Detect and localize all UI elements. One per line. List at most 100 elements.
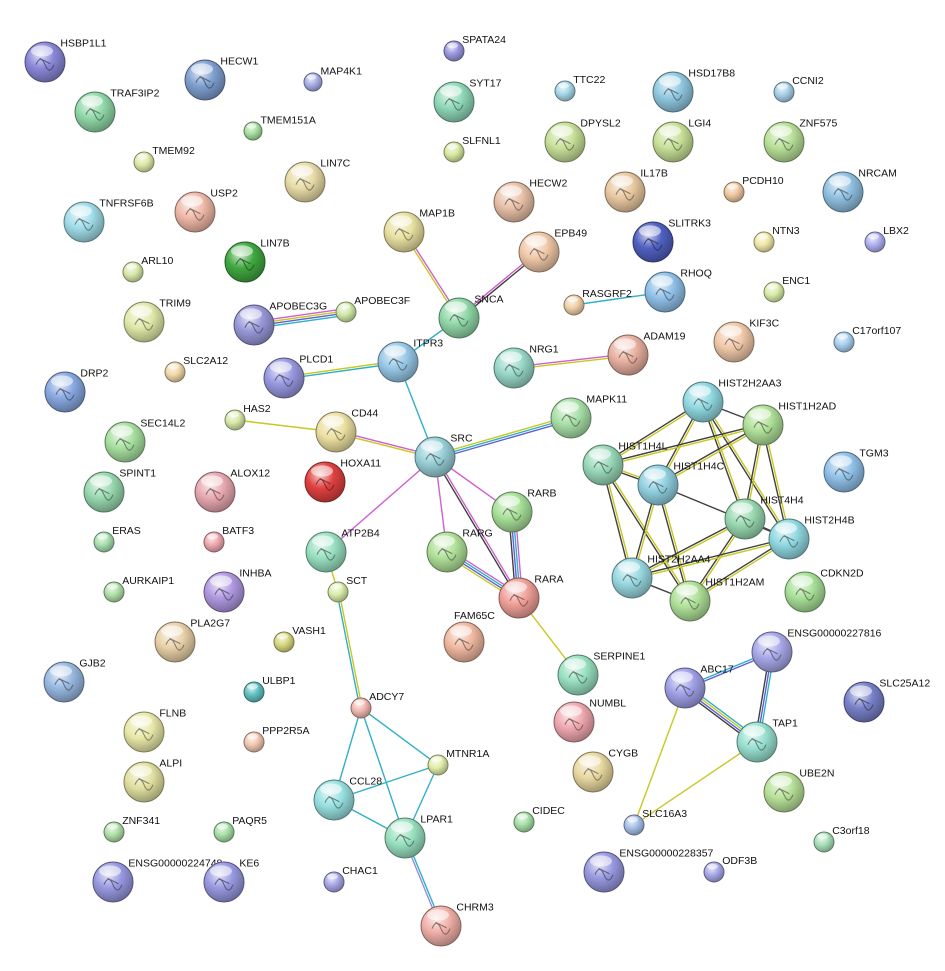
node-map1b[interactable]: MAP1B xyxy=(383,208,455,253)
node-batf3[interactable]: BATF3 xyxy=(203,525,254,553)
node-tmem92[interactable]: TMEM92 xyxy=(133,145,195,173)
node-ccni2[interactable]: CCNI2 xyxy=(773,75,824,103)
node-epb49[interactable]: EPB49 xyxy=(518,228,587,273)
node-pla2g7[interactable]: PLA2G7 xyxy=(154,618,230,663)
node-hist2h2aa3[interactable]: HIST2H2AA3 xyxy=(682,378,782,423)
node-adcy7[interactable]: ADCY7 xyxy=(350,691,404,719)
node-inhba[interactable]: INHBA xyxy=(203,568,271,613)
node-serpine1[interactable]: SERPINE1 xyxy=(557,651,645,696)
node-ppp2r5a[interactable]: PPP2R5A xyxy=(243,725,309,753)
node-apobec3f[interactable]: APOBEC3F xyxy=(335,295,410,323)
node-nrcam[interactable]: NRCAM xyxy=(822,168,897,213)
node-mtnr1a[interactable]: MTNR1A xyxy=(427,748,489,776)
node-c3orf18[interactable]: C3orf18 xyxy=(813,825,870,853)
node-apobec3g[interactable]: APOBEC3G xyxy=(233,301,327,346)
node-sct[interactable]: SCT xyxy=(327,575,368,603)
node-hist1h2ad[interactable]: HIST1H2AD xyxy=(742,401,837,446)
node-hecw1[interactable]: HECW1 xyxy=(184,56,258,101)
node-adam19[interactable]: ADAM19 xyxy=(607,331,686,376)
node-hsbp1l1[interactable]: HSBP1L1 xyxy=(24,38,107,83)
node-cygb[interactable]: CYGB xyxy=(572,748,638,793)
node-hsd17b8[interactable]: HSD17B8 xyxy=(652,68,735,113)
node-usp2[interactable]: USP2 xyxy=(174,188,238,233)
node-hist2h2aa4[interactable]: HIST2H2AA4 xyxy=(611,554,711,599)
node-traf3ip2[interactable]: TRAF3IP2 xyxy=(74,88,160,133)
node-map4k1[interactable]: MAP4K1 xyxy=(303,66,362,92)
node-mapk11[interactable]: MAPK11 xyxy=(550,394,627,439)
node-slc16a3[interactable]: SLC16A3 xyxy=(623,808,687,836)
node-hist2h4b[interactable]: HIST2H4B xyxy=(768,515,855,560)
node-snca[interactable]: SNCA xyxy=(438,294,504,339)
node-rasgrf2[interactable]: RASGRF2 xyxy=(563,288,632,316)
node-kif3c[interactable]: KIF3C xyxy=(713,318,780,363)
node-src[interactable]: SRC xyxy=(414,433,473,478)
node-hist1h4l[interactable]: HIST1H4L xyxy=(582,441,668,486)
node-hecw2[interactable]: HECW2 xyxy=(493,178,567,223)
node-lgi4[interactable]: LGI4 xyxy=(652,118,711,163)
node-ensg00000224748[interactable]: ENSG00000224748 xyxy=(92,858,223,903)
node-chrm3[interactable]: CHRM3 xyxy=(420,902,494,947)
node-ensg00000228357[interactable]: ENSG00000228357 xyxy=(583,848,714,893)
node-has2[interactable]: HAS2 xyxy=(224,403,271,431)
node-il17b[interactable]: IL17B xyxy=(604,168,668,213)
node-tap1[interactable]: TAP1 xyxy=(736,718,798,763)
node-tmem151a[interactable]: TMEM151A xyxy=(243,115,316,141)
node-plcd1[interactable]: PLCD1 xyxy=(263,354,333,399)
node-cidec[interactable]: CIDEC xyxy=(513,805,565,833)
node-sec14l2[interactable]: SEC14L2 xyxy=(104,418,186,463)
node-atp2b4[interactable]: ATP2B4 xyxy=(305,528,380,573)
node-spint1[interactable]: SPINT1 xyxy=(83,468,156,513)
node-aurkaip1[interactable]: AURKAIP1 xyxy=(103,575,174,603)
node-ke6[interactable]: KE6 xyxy=(203,858,259,903)
node-c17orf107[interactable]: C17orf107 xyxy=(833,325,901,353)
node-hist1h4c[interactable]: HIST1H4C xyxy=(637,461,725,506)
node-ube2n[interactable]: UBE2N xyxy=(763,768,834,813)
node-cdkn2d[interactable]: CDKN2D xyxy=(784,568,864,613)
node-numbl[interactable]: NUMBL xyxy=(553,698,626,743)
node-rara[interactable]: RARA xyxy=(498,574,564,619)
node-spata24[interactable]: SPATA24 xyxy=(443,34,506,62)
node-ttc22[interactable]: TTC22 xyxy=(554,74,605,102)
node-slitrk3[interactable]: SLITRK3 xyxy=(632,218,711,263)
node-slc25a12[interactable]: SLC25A12 xyxy=(843,678,930,723)
node-hist4h4[interactable]: HIST4H4 xyxy=(724,495,804,540)
node-pcdh10[interactable]: PCDH10 xyxy=(723,175,784,203)
node-hist1h2am[interactable]: HIST1H2AM xyxy=(669,577,764,622)
node-slc2a12[interactable]: SLC2A12 xyxy=(164,355,228,383)
node-abc17[interactable]: ABC17 xyxy=(664,664,734,709)
node-dpysl2[interactable]: DPYSL2 xyxy=(544,118,621,163)
node-flnb[interactable]: FLNB xyxy=(123,708,186,753)
node-ntn3[interactable]: NTN3 xyxy=(753,225,800,253)
node-rarg[interactable]: RARG xyxy=(426,528,493,573)
node-tnfrsf6b[interactable]: TNFRSF6B xyxy=(63,198,154,243)
node-slfnl1[interactable]: SLFNL1 xyxy=(443,135,501,163)
node-itpr3[interactable]: ITPR3 xyxy=(377,338,443,383)
node-arl10[interactable]: ARL10 xyxy=(122,255,173,283)
node-trim9[interactable]: TRIM9 xyxy=(123,298,191,343)
node-cd44[interactable]: CD44 xyxy=(315,408,378,453)
node-gjb2[interactable]: GJB2 xyxy=(43,658,106,703)
node-tgm3[interactable]: TGM3 xyxy=(823,448,889,493)
node-ensg00000227816[interactable]: ENSG00000227816 xyxy=(751,628,882,673)
node-lin7c[interactable]: LIN7C xyxy=(284,158,351,203)
node-syt17[interactable]: SYT17 xyxy=(433,78,502,123)
node-odf3b[interactable]: ODF3B xyxy=(703,855,757,883)
node-lpar1[interactable]: LPAR1 xyxy=(384,814,453,859)
node-znf341[interactable]: ZNF341 xyxy=(103,815,160,843)
node-hoxa11[interactable]: HOXA11 xyxy=(304,458,381,503)
node-alox12[interactable]: ALOX12 xyxy=(194,468,270,513)
node-ulbp1[interactable]: ULBP1 xyxy=(243,675,296,703)
node-nrg1[interactable]: NRG1 xyxy=(493,344,559,389)
node-rarb[interactable]: RARB xyxy=(491,488,557,533)
node-ccl28[interactable]: CCL28 xyxy=(313,776,382,821)
node-znf575[interactable]: ZNF575 xyxy=(763,118,837,163)
node-fam65c[interactable]: FAM65C xyxy=(443,610,495,663)
node-lin7b[interactable]: LIN7B xyxy=(224,238,290,283)
node-alpi[interactable]: ALPI xyxy=(123,758,182,803)
node-lbx2[interactable]: LBX2 xyxy=(864,225,909,253)
node-drp2[interactable]: DRP2 xyxy=(44,368,109,413)
node-enc1[interactable]: ENC1 xyxy=(763,275,810,303)
node-paqr5[interactable]: PAQR5 xyxy=(213,815,267,843)
node-rhoq[interactable]: RHOQ xyxy=(644,268,712,313)
node-chac1[interactable]: CHAC1 xyxy=(323,865,378,893)
